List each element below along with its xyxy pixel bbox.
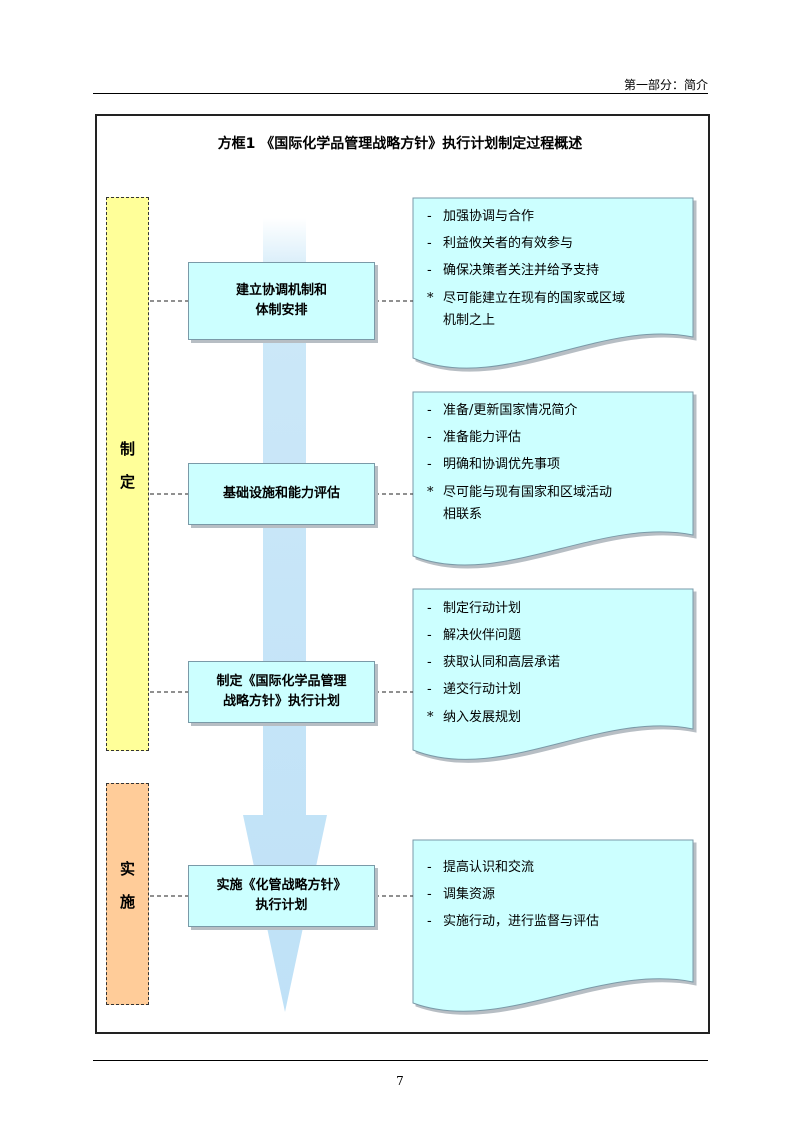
notes-assessment: -准备/更新国家情况简介 -准备能力评估 -明确和协调优先事项 *尽可能与现有国… <box>427 397 687 526</box>
page-number: 7 <box>396 1074 404 1088</box>
note-text: 实施行动，进行监督与评估 <box>443 914 600 929</box>
note-text: 加强协调与合作 <box>443 209 535 224</box>
note-item: -确保决策者关注并给予支持 <box>427 257 687 284</box>
bullet-marker: - <box>427 457 432 472</box>
step-coordination-mechanism: 建立协调机制和 体制安排 <box>188 262 375 340</box>
note-item: -准备/更新国家情况简介 <box>427 397 687 424</box>
note-text: 准备能力评估 <box>443 430 522 445</box>
note-text: 确保决策者关注并给予支持 <box>443 263 600 278</box>
note-item: -制定行动计划 <box>427 595 687 622</box>
bullet-marker: - <box>427 263 432 278</box>
note-item: -递交行动计划 <box>427 676 687 703</box>
phase-development-label: 制定 <box>118 441 136 507</box>
note-item: * 尽可能建立在现有的国家或区域 机制之上 <box>427 288 687 332</box>
bullet-marker: - <box>427 655 432 670</box>
note-text: 递交行动计划 <box>443 682 522 697</box>
note-text: 提高认识和交流 <box>443 860 535 875</box>
notes-action-plan: -制定行动计划 -解决伙伴问题 -获取认同和高层承诺 -递交行动计划 *纳入发展… <box>427 595 687 729</box>
bullet-marker: - <box>427 860 432 875</box>
header-rule <box>93 93 708 94</box>
star-marker: * <box>427 485 434 500</box>
phase-implementation: 实施 <box>106 783 149 1005</box>
note-item: -实施行动，进行监督与评估 <box>427 908 687 935</box>
note-text: 准备/更新国家情况简介 <box>443 403 578 418</box>
bullet-marker: - <box>427 887 432 902</box>
note-text: 制定行动计划 <box>443 601 522 616</box>
note-text: 明确和协调优先事项 <box>443 457 561 472</box>
note-item: -明确和协调优先事项 <box>427 451 687 478</box>
phase-development: 制定 <box>106 197 149 751</box>
note-text: 尽可能与现有国家和区域活动 相联系 <box>443 485 613 522</box>
box-frame <box>95 114 710 1034</box>
note-item: * 纳入发展规划 <box>427 707 687 729</box>
star-marker: * <box>427 710 434 725</box>
bullet-marker: - <box>427 601 432 616</box>
bullet-marker: - <box>427 628 432 643</box>
phase-implementation-label: 实施 <box>118 861 136 927</box>
note-text: 解决伙伴问题 <box>443 628 522 643</box>
bullet-marker: - <box>427 403 432 418</box>
note-text: 获取认同和高层承诺 <box>443 655 561 670</box>
step-infrastructure-assessment: 基础设施和能力评估 <box>188 463 375 525</box>
note-shape-4 <box>412 839 694 1012</box>
note-text: 调集资源 <box>443 887 496 902</box>
note-item: -利益攸关者的有效参与 <box>427 230 687 257</box>
bullet-marker: - <box>427 236 432 251</box>
note-shape-2 <box>412 391 694 566</box>
note-item: -调集资源 <box>427 881 687 908</box>
note-item: -解决伙伴问题 <box>427 622 687 649</box>
box-title: 方框1 《国际化学品管理战略方针》执行计划制定过程概述 <box>217 136 583 152</box>
bullet-marker: - <box>427 914 432 929</box>
notes-coordination: -加强协调与合作 -利益攸关者的有效参与 -确保决策者关注并给予支持 *尽可能建… <box>427 203 687 332</box>
note-shape-1 <box>412 197 694 369</box>
note-item: * 尽可能与现有国家和区域活动 相联系 <box>427 482 687 526</box>
step-develop-plan: 制定《国际化学品管理 战略方针》执行计划 <box>188 661 375 723</box>
note-text: 纳入发展规划 <box>443 710 522 725</box>
star-marker: * <box>427 291 434 306</box>
footer-rule <box>93 1060 708 1061</box>
page-header: 第一部分：简介 <box>623 78 708 92</box>
bullet-marker: - <box>427 430 432 445</box>
bullet-marker: - <box>427 682 432 697</box>
note-item: -准备能力评估 <box>427 424 687 451</box>
note-shapes <box>412 197 694 1012</box>
note-text: 尽可能建立在现有的国家或区域 机制之上 <box>443 291 626 328</box>
connectors <box>150 300 413 897</box>
note-item: -提高认识和交流 <box>427 854 687 881</box>
bullet-marker: - <box>427 209 432 224</box>
note-item: -加强协调与合作 <box>427 203 687 230</box>
notes-implementation: -提高认识和交流 -调集资源 -实施行动，进行监督与评估 <box>427 854 687 935</box>
note-text: 利益攸关者的有效参与 <box>443 236 574 251</box>
note-item: -获取认同和高层承诺 <box>427 649 687 676</box>
flow-arrow <box>243 218 327 1012</box>
note-shape-3 <box>412 588 694 760</box>
step-implement-plan: 实施《化管战略方针》 执行计划 <box>188 865 375 927</box>
